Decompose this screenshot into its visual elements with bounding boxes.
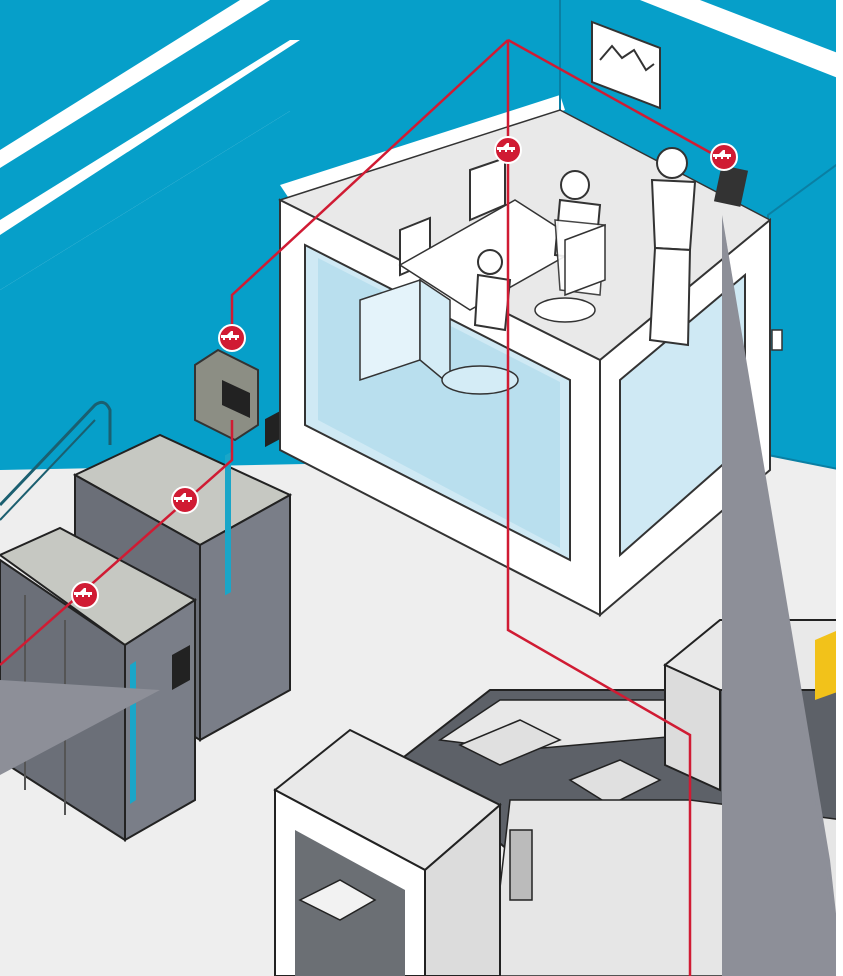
operators (398, 147, 749, 347)
network-hub-icon (71, 581, 99, 609)
right-door (767, 158, 843, 472)
tablet-icon (713, 165, 749, 207)
network-hub-icon (218, 324, 246, 352)
wall-control-panel (194, 348, 259, 442)
callout-pointer-right (722, 215, 843, 976)
network-hub-icon (710, 143, 738, 171)
conveyor-gate-front (273, 728, 502, 976)
network-hub-icon (171, 486, 199, 514)
right-margin (836, 0, 843, 976)
network-nodes (71, 136, 738, 609)
control-room (278, 109, 772, 618)
network-hub-icon (494, 136, 522, 164)
wall-chart (591, 20, 661, 110)
line-chart-icon (599, 44, 655, 72)
callout-pointer-left (0, 680, 160, 775)
railing (0, 400, 112, 521)
